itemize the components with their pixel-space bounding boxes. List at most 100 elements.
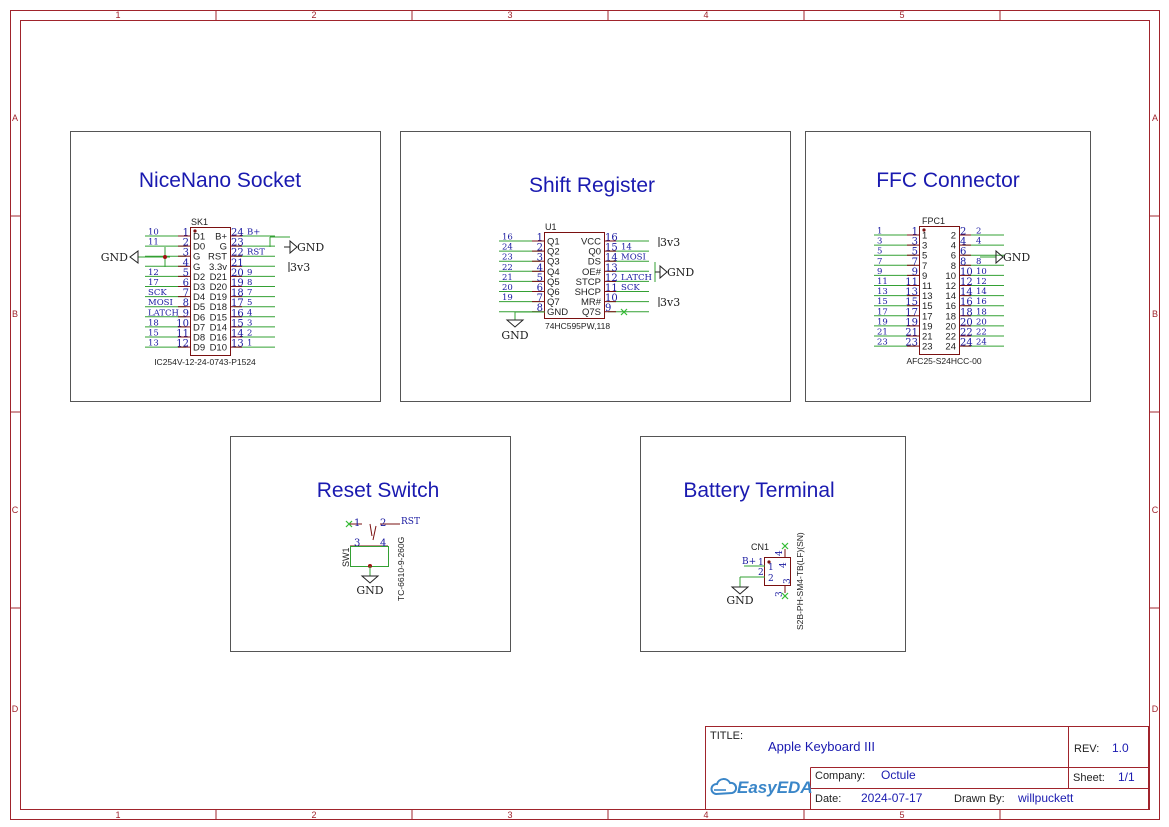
pin-name: 7 <box>922 261 927 272</box>
net-label: 22 <box>976 328 987 338</box>
pin-number: 17 <box>231 298 244 309</box>
block-boxes <box>70 131 1091 652</box>
pin-name: 9 <box>922 271 927 282</box>
sr-gnd-symbol <box>505 319 525 328</box>
column-label: 5 <box>899 10 904 20</box>
fpc1-part: AFC25-S24HCC-00 <box>906 356 981 366</box>
pin-number: 18 <box>960 307 973 318</box>
pin-name: 3 <box>922 241 927 252</box>
pin-number: 22 <box>231 248 244 259</box>
fpc1-ref: FPC1 <box>922 216 945 226</box>
pin-number: 14 <box>960 287 973 298</box>
pin-number: 1 <box>183 228 189 239</box>
pin-number: 12 <box>960 277 973 288</box>
row-label: B <box>1152 309 1158 319</box>
cn1-pin1-marker <box>767 560 771 564</box>
pin-number: 1 <box>537 233 543 244</box>
net-label: 16 <box>976 297 987 307</box>
battery-box <box>640 436 906 652</box>
column-label: 3 <box>507 810 512 820</box>
pin-number: 16 <box>605 233 618 244</box>
pin-number: 21 <box>231 258 244 269</box>
sw-pin-4: 4 <box>380 538 386 549</box>
pin-name: SHCP <box>575 287 601 298</box>
net-label: 15 <box>148 329 159 339</box>
row-label: A <box>1152 113 1158 123</box>
pin-number: 19 <box>231 278 244 289</box>
net-label: LATCH <box>148 308 179 318</box>
net-label: 5 <box>877 247 882 257</box>
pin-number: 17 <box>905 307 918 318</box>
pin-name: D10 <box>210 343 227 354</box>
net-label: 8 <box>247 278 252 288</box>
column-label: 5 <box>899 810 904 820</box>
sw-pin-1: 1 <box>354 518 360 529</box>
sr-pwr-label-bottom: 3v3 <box>660 296 680 309</box>
easyeda-logo: EasyEDA <box>710 778 813 797</box>
pin-number: 23 <box>231 238 244 249</box>
pin-name: Q5 <box>547 277 560 288</box>
cn1-part: S2B-PH-SM4-TB(LF)(SN) <box>795 532 805 630</box>
cn1-gnd-label: GND <box>726 594 753 607</box>
pin-number: 8 <box>183 298 189 309</box>
pin-number: 12 <box>605 273 618 284</box>
net-label: 20 <box>502 283 513 293</box>
company-label: Company: <box>815 770 865 782</box>
noconnect-mark <box>620 308 628 316</box>
pin-name: G <box>193 252 200 263</box>
row-label: B <box>12 309 18 319</box>
net-label: 9 <box>877 267 882 277</box>
pin-number: 11 <box>605 283 618 294</box>
pin-number: 22 <box>960 328 973 339</box>
pin-name: RST <box>208 252 227 263</box>
sr-gnd-symbol-right <box>659 264 668 280</box>
row-label: A <box>12 113 18 123</box>
pin-number: 6 <box>537 283 543 294</box>
row-label: C <box>1152 505 1159 515</box>
pin-number: 9 <box>605 303 611 314</box>
sw-body <box>350 546 389 567</box>
net-label: 16 <box>502 233 513 243</box>
net-label: 1 <box>247 339 252 349</box>
fpc1-body <box>919 226 960 355</box>
pin-number: 14 <box>605 253 618 264</box>
pin-name: 8 <box>951 261 956 272</box>
pin-name: D19 <box>210 292 227 303</box>
pin-name: D6 <box>193 312 205 323</box>
pin-name: 20 <box>945 321 956 332</box>
pin-name: D20 <box>210 282 227 293</box>
pin-name: 16 <box>945 301 956 312</box>
net-label: 17 <box>148 278 159 288</box>
sr-gnd-label: GND <box>501 329 528 342</box>
net-label: 8 <box>976 257 981 267</box>
pin-name: 15 <box>922 301 933 312</box>
pin-number: 2 <box>960 227 966 238</box>
net-label: 13 <box>877 287 888 297</box>
pin-number: 13 <box>905 287 918 298</box>
net-label: 18 <box>148 318 159 328</box>
sw-gnd-symbol <box>360 575 380 584</box>
net-label: 7 <box>877 257 882 267</box>
net-label: 2 <box>247 329 252 339</box>
sk1-ref: SK1 <box>191 217 208 227</box>
ffc-gnd-symbol <box>995 249 1004 265</box>
row-label: D <box>1152 704 1159 714</box>
pin-number: 11 <box>905 277 918 288</box>
pin-number: 14 <box>231 329 244 340</box>
net-label: 4 <box>976 237 981 247</box>
column-label: 1 <box>115 10 120 20</box>
sheet-frame <box>10 10 1160 820</box>
sheet-label: Sheet: <box>1073 772 1105 784</box>
pin-name: G <box>220 242 227 253</box>
cloud-icon <box>710 778 738 796</box>
pin-name: D4 <box>193 292 205 303</box>
net-label: 21 <box>877 328 888 338</box>
rev-label: REV: <box>1074 743 1099 755</box>
pin-number: 24 <box>960 338 973 349</box>
net-label: 2 <box>976 227 981 237</box>
pin-name: Q2 <box>547 247 560 258</box>
frame-ticks <box>10 10 1160 820</box>
pin-number: 4 <box>537 263 543 274</box>
net-label: 12 <box>976 277 987 287</box>
